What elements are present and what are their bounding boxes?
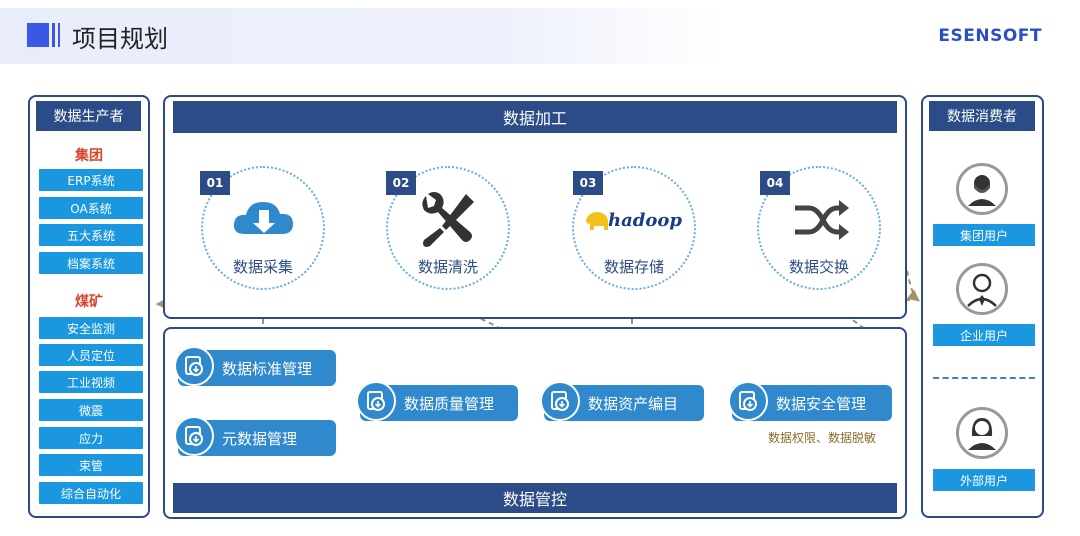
- elephant-icon: [586, 212, 609, 230]
- step-exchange-number: 04: [760, 171, 790, 195]
- producer-erp: ERP系统: [39, 169, 143, 191]
- enterprise-user-label: 企业用户: [933, 324, 1035, 346]
- hadoop-logo-text: hadoop: [608, 210, 682, 231]
- module-metadata: 元数据管理: [174, 416, 336, 456]
- step-store-circle: hadoop 数据存储: [572, 166, 696, 290]
- db-download-icon: [174, 346, 214, 386]
- producer-microseismic: 微震: [39, 399, 143, 421]
- producer-oa: OA系统: [39, 197, 143, 219]
- producer-stress: 应力: [39, 427, 143, 449]
- cloud-download-icon: [233, 202, 293, 234]
- consumers-title: 数据消费者: [929, 101, 1035, 131]
- group-label-meikuang: 煤矿: [75, 294, 103, 310]
- producers-panel: 数据生产者 集团 ERP系统 OA系统 五大系统 档案系统 煤矿 安全监测 人员…: [28, 95, 150, 518]
- step-collect-number: 01: [200, 171, 230, 195]
- db-download-icon: [174, 416, 214, 456]
- arrow-security-to-exchange: [814, 283, 897, 399]
- user-bearded-icon: [968, 175, 996, 206]
- external-user-label: 外部用户: [933, 469, 1035, 491]
- processing-title: 数据加工: [173, 101, 897, 133]
- db-download-icon: [356, 381, 396, 421]
- step-exchange-label: 数据交换: [788, 258, 849, 276]
- module-label: 数据质量管理: [404, 394, 495, 413]
- module-label: 数据安全管理: [776, 394, 867, 413]
- producer-five-systems: 五大系统: [39, 224, 143, 246]
- step-store-label: 数据存储: [603, 258, 664, 276]
- producers-title: 数据生产者: [36, 101, 141, 131]
- governance-title: 数据管控: [173, 483, 897, 513]
- brand-logo: ESENSOFT: [938, 26, 1042, 46]
- producer-automation: 综合自动化: [39, 482, 143, 504]
- module-label: 数据标准管理: [222, 359, 313, 378]
- consumers-panel: 数据消费者 集团用户 企业用户 外部用户: [921, 95, 1044, 518]
- title-marker-icon: [27, 23, 49, 47]
- module-asset-catalog: 数据资产编目: [540, 381, 704, 421]
- page-title: 项目规划: [72, 25, 168, 53]
- consumer-divider: [933, 377, 1035, 379]
- producer-safety-monitor: 安全监测: [39, 317, 143, 339]
- module-label: 数据资产编目: [588, 394, 679, 413]
- module-label: 元数据管理: [222, 429, 298, 448]
- module-data-standard: 数据标准管理: [174, 346, 336, 386]
- step-clean-circle: 数据清洗: [386, 166, 510, 290]
- user-tie-icon: [967, 273, 997, 307]
- user-female-icon: [968, 418, 996, 450]
- producer-industrial-video: 工业视频: [39, 371, 143, 393]
- producer-bundle-tube: 束管: [39, 454, 143, 476]
- producer-personnel-location: 人员定位: [39, 344, 143, 366]
- step-collect-circle: 数据采集: [201, 166, 325, 290]
- group-label-jituan: 集团: [75, 148, 103, 164]
- module-data-security: 数据安全管理: [728, 381, 892, 421]
- group-user-label: 集团用户: [933, 224, 1035, 246]
- step-clean-number: 02: [386, 171, 416, 195]
- security-note: 数据权限、数据脱敏: [768, 431, 877, 445]
- step-exchange-circle: 数据交换: [757, 166, 881, 290]
- header-band: [0, 8, 720, 64]
- page-header: 项目规划 ESENSOFT: [0, 0, 1080, 66]
- title-marker-bar-2: [58, 23, 60, 47]
- db-download-icon: [728, 381, 768, 421]
- enterprise-user-avatar: [956, 263, 1008, 315]
- step-collect-label: 数据采集: [232, 258, 293, 276]
- step-store-number: 03: [573, 171, 603, 195]
- wrench-screwdriver-icon: [422, 192, 474, 247]
- step-clean-label: 数据清洗: [417, 258, 478, 276]
- shuffle-icon: [795, 200, 849, 240]
- group-user-avatar: [956, 163, 1008, 215]
- external-user-avatar: [956, 407, 1008, 459]
- module-data-quality: 数据质量管理: [356, 381, 518, 421]
- db-download-icon: [540, 381, 580, 421]
- title-marker-bar: [52, 23, 55, 47]
- hadoop-logo: hadoop: [584, 208, 688, 236]
- producer-archive: 档案系统: [39, 252, 143, 274]
